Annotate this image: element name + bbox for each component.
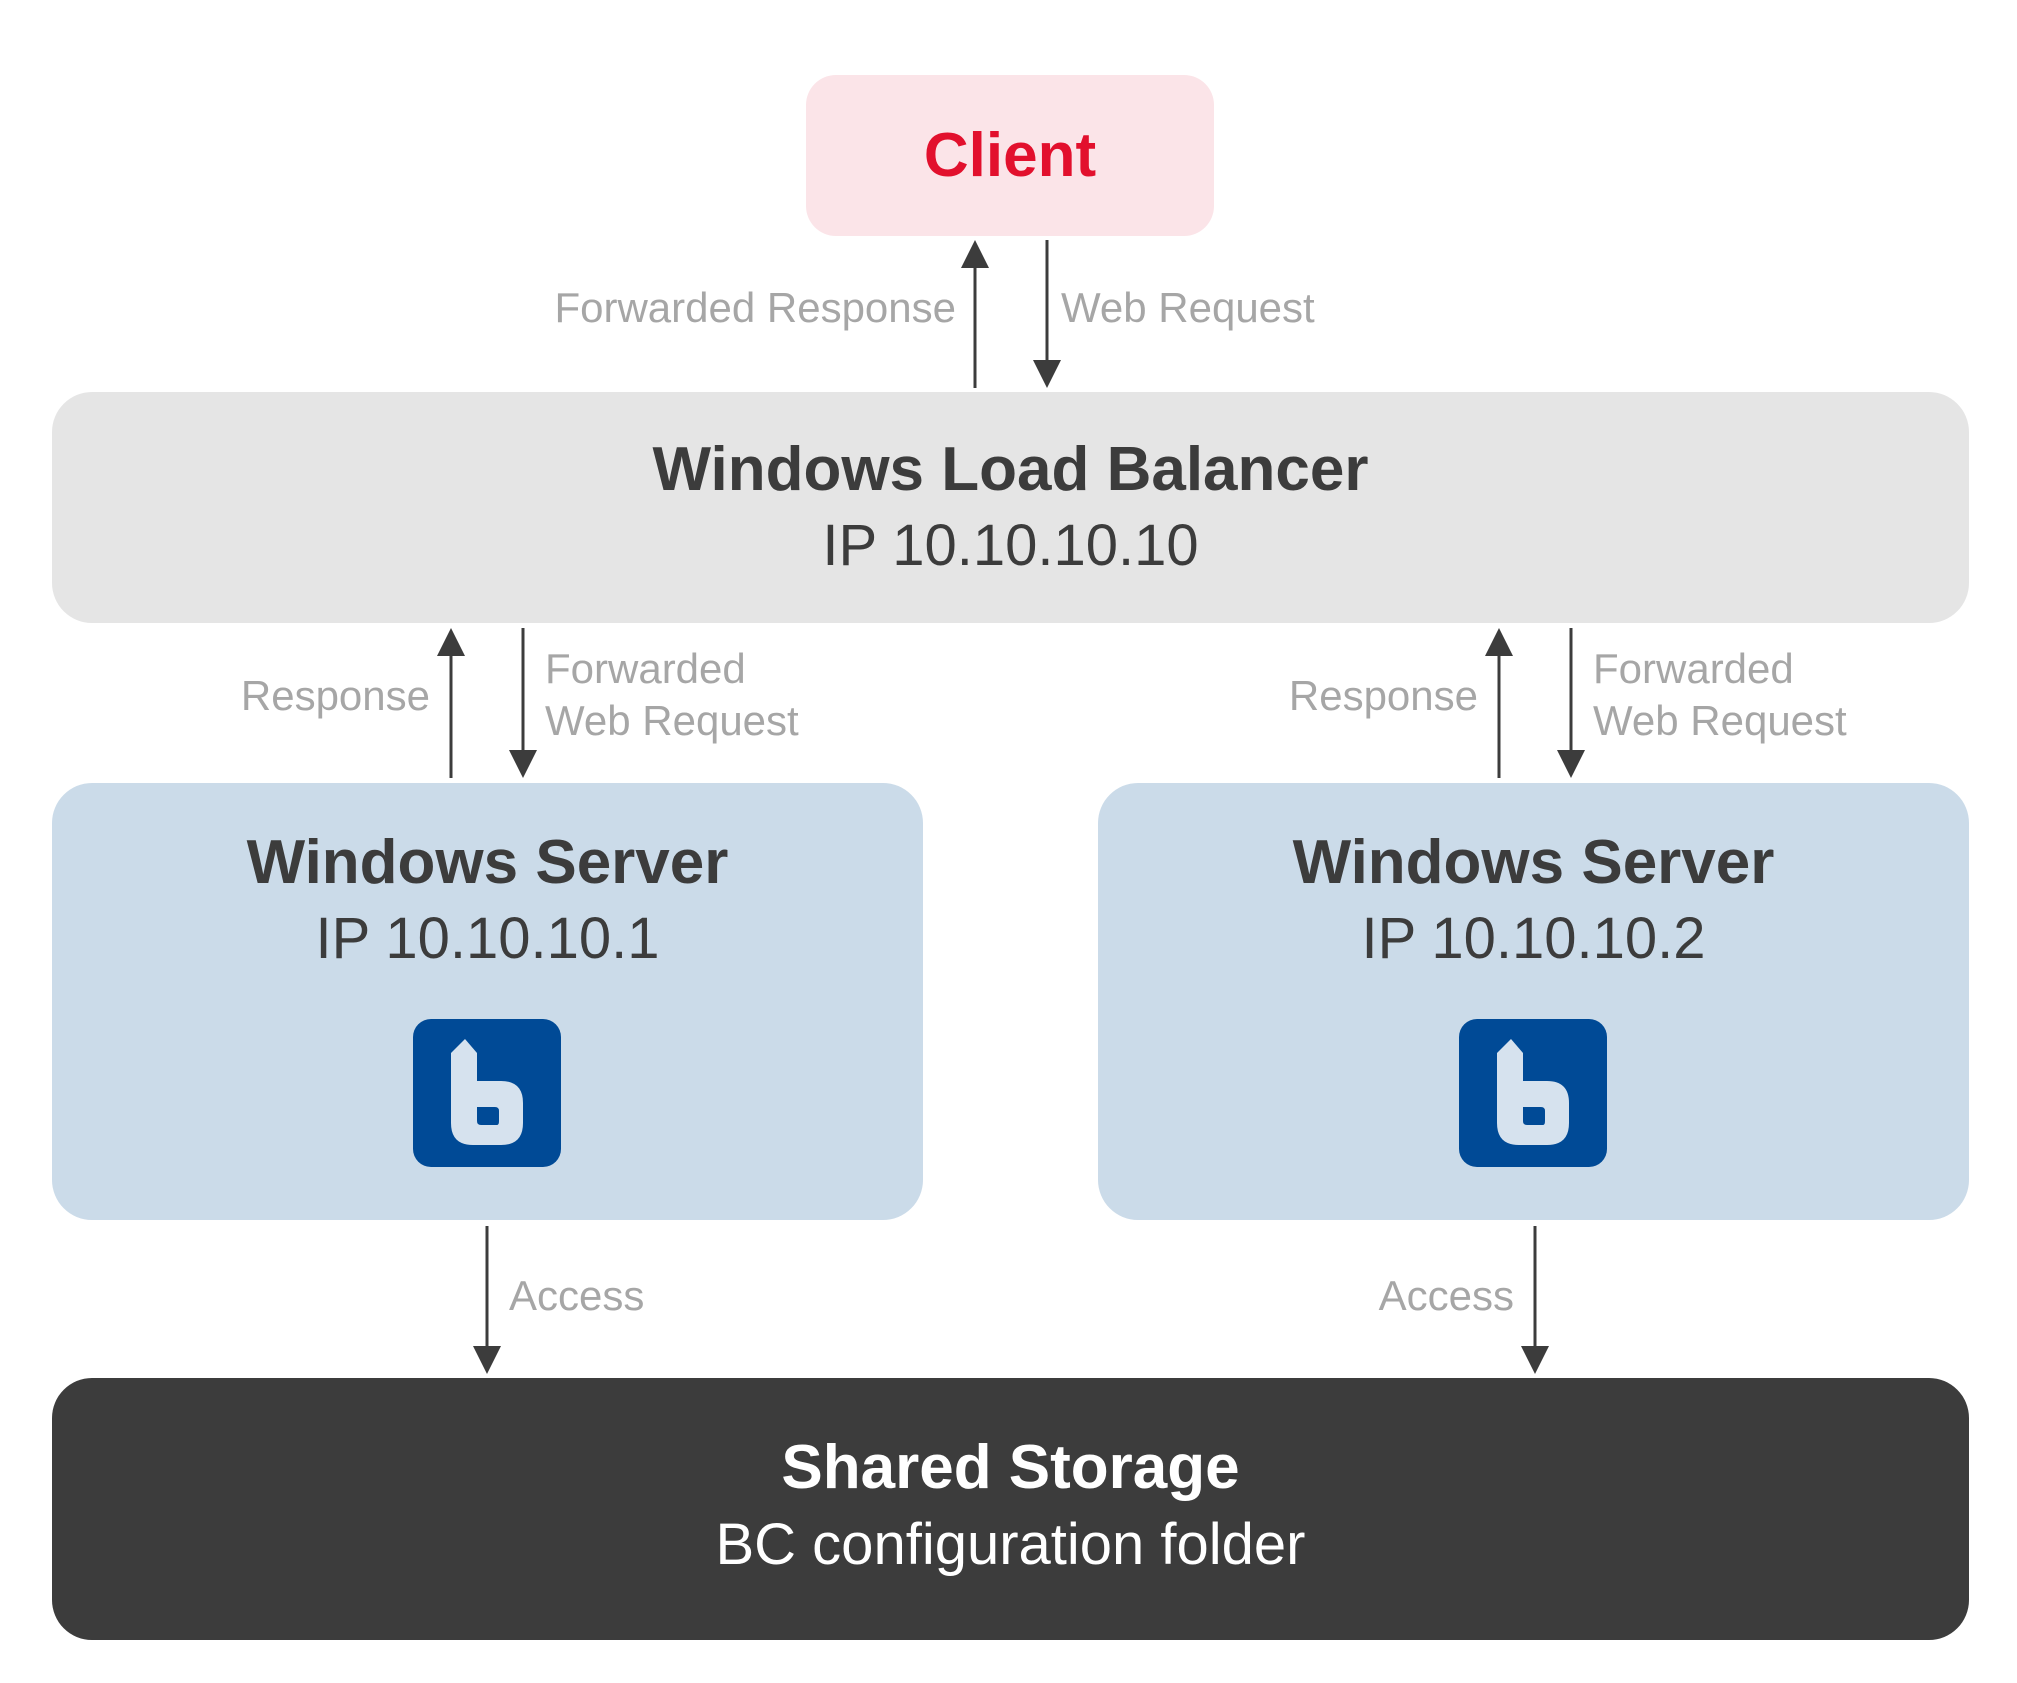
server-title: Windows Server <box>1292 828 1775 897</box>
forwarded-response-label: Forwarded Response <box>554 284 956 331</box>
storage-title: Shared Storage <box>781 1433 1240 1502</box>
server-title: Windows Server <box>246 828 729 897</box>
storage-subtitle: BC configuration folder <box>715 1512 1306 1577</box>
load-balancer-box: Windows Load Balancer IP 10.10.10.10 <box>52 392 1969 623</box>
load-balancer-title: Windows Load Balancer <box>652 435 1369 504</box>
client-box: Client <box>806 75 1214 236</box>
server-ip: IP 10.10.10.2 <box>1361 906 1706 971</box>
bc-logo-icon <box>1459 1019 1607 1167</box>
server-box-1: Windows Server IP 10.10.10.1 <box>52 783 923 1220</box>
server-ip: IP 10.10.10.1 <box>315 906 660 971</box>
forwarded-label-1: Forwarded <box>545 645 746 692</box>
bc-logo-icon <box>413 1019 561 1167</box>
access-label-2: Access <box>1378 1272 1514 1319</box>
forwarded-label-2: Forwarded <box>1593 645 1794 692</box>
shared-storage-box: Shared Storage BC configuration folder <box>52 1378 1969 1640</box>
web-request-label: Web Request <box>1061 284 1315 331</box>
load-balancer-ip: IP 10.10.10.10 <box>822 513 1199 578</box>
response-label-2: Response <box>1288 672 1478 719</box>
access-label-1: Access <box>509 1272 645 1319</box>
response-label-1: Response <box>240 672 430 719</box>
forwarded-web-request-label-1: Web Request <box>545 697 799 744</box>
client-title: Client <box>923 121 1097 190</box>
forwarded-web-request-label-2: Web Request <box>1593 697 1847 744</box>
server-box-2: Windows Server IP 10.10.10.2 <box>1098 783 1969 1220</box>
